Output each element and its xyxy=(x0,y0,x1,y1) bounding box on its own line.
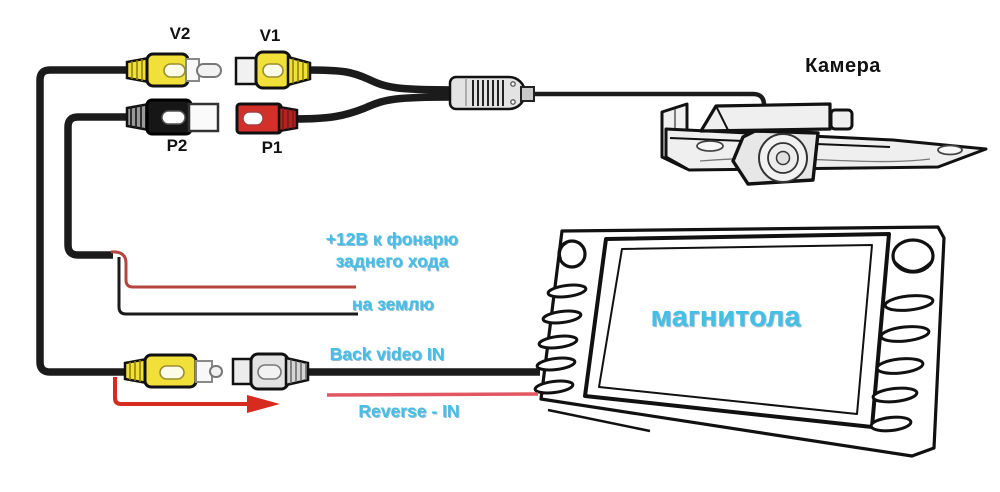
label-head-unit: магнитола xyxy=(650,301,801,333)
head-unit-screen xyxy=(598,244,873,415)
head-unit-buttons-right xyxy=(869,294,935,433)
reverse-signal-arrow xyxy=(113,377,280,413)
p2-power-plug xyxy=(125,98,220,136)
v1-rca-female-jack xyxy=(234,50,312,90)
cable-p2-to-power-wires xyxy=(64,113,128,259)
label-back-video-in: Back video IN xyxy=(329,344,445,364)
back-video-rca-female-jack xyxy=(231,352,310,391)
label-ground: на землю xyxy=(351,294,435,314)
p1-power-jack xyxy=(235,102,299,135)
cable-v2-to-back-video-plug xyxy=(36,66,128,376)
back-video-rca-male-plug xyxy=(123,353,223,389)
label-v2: V2 xyxy=(169,24,191,43)
cable-p1-to-camera-junction xyxy=(293,93,456,123)
head-unit-knob-right xyxy=(891,238,935,274)
head-unit-buttons-left xyxy=(533,283,588,395)
power-wire-red-12v xyxy=(110,250,356,289)
head-unit-illustration xyxy=(533,225,946,458)
rear-camera-illustration xyxy=(660,102,988,186)
head-unit-knob-left xyxy=(557,239,587,269)
label-camera: Камера xyxy=(805,55,881,77)
label-p1: P1 xyxy=(261,138,283,157)
label-power-12v: +12В к фонарю заднего хода xyxy=(325,229,459,271)
v2-rca-male-plug xyxy=(125,52,222,88)
reverse-in-wire xyxy=(326,392,539,397)
inline-cable-connector xyxy=(448,75,535,111)
label-p2: P2 xyxy=(166,136,188,155)
label-reverse-in: Reverse - IN xyxy=(358,401,460,421)
cable-v1-to-camera-junction xyxy=(305,66,456,94)
power-wire-black-ground xyxy=(117,257,358,316)
label-v1: V1 xyxy=(259,26,281,45)
